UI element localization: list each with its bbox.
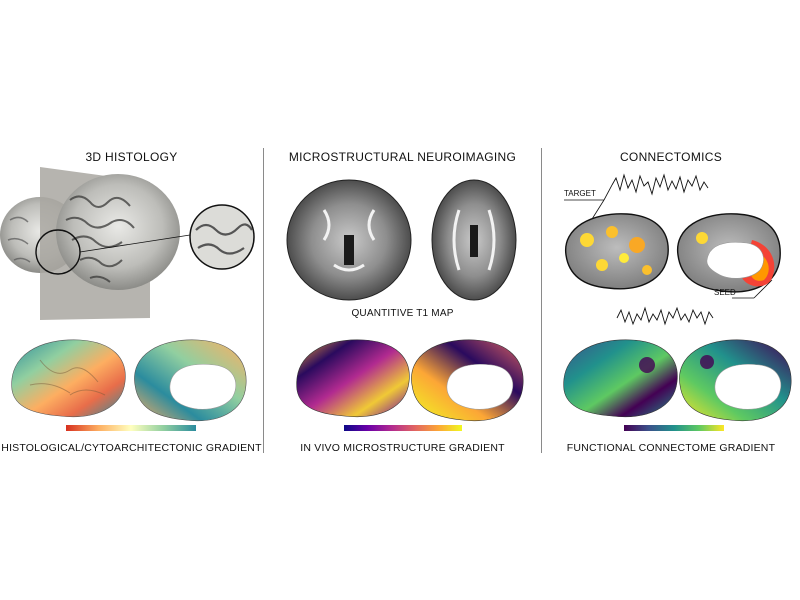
divider-left [263,148,264,453]
target-label: TARGET [564,189,596,198]
neuroimaging-medial-surface [411,339,524,422]
histology-brain-3d [0,167,180,320]
fc-medial-brain [677,213,781,293]
mri-axial-slice [431,179,517,301]
panel-connectomics: CONNECTOMICS [542,140,800,460]
caption-histology: HISTOLOGICAL/CYTOARCHITECTONIC GRADIENT [1,442,262,454]
panel-title-neuroimaging: MICROSTRUCTURAL NEUROIMAGING [288,150,517,164]
divider-right [541,148,542,453]
seed-timeseries [616,279,773,326]
subcaption-t1-map: QUANTITIVE T1 MAP [351,308,454,319]
panel-histology: 3D HISTOLOGY [0,140,263,460]
caption-neuroimaging: IN VIVO MICROSTRUCTURE GRADIENT [300,442,505,454]
panel-title-histology: 3D HISTOLOGY [85,150,178,164]
connectomics-artwork: TARGET SEED [563,173,792,422]
histology-colorbar [66,425,196,431]
fc-lateral-brain [565,213,669,290]
histology-zoom-inset [79,204,255,270]
connectomics-colorbar [624,425,724,431]
caption-connectomics: FUNCTIONAL CONNECTOME GRADIENT [566,442,776,454]
connectomics-lateral-surface [563,339,678,418]
neuroimaging-colorbar [344,425,462,431]
panel-title-connectomics: CONNECTOMICS [619,150,723,164]
histology-medial-surface [134,339,247,422]
histology-lateral-surface [11,339,126,418]
panel-neuroimaging: MICROSTRUCTURAL NEUROIMAGING [264,140,541,460]
histology-artwork [0,167,255,422]
mri-coronal-slice [286,179,412,301]
connectomics-medial-surface [679,339,792,422]
seed-label: SEED [714,288,736,297]
neuroimaging-lateral-surface [296,339,410,418]
neuroimaging-artwork [286,179,524,422]
